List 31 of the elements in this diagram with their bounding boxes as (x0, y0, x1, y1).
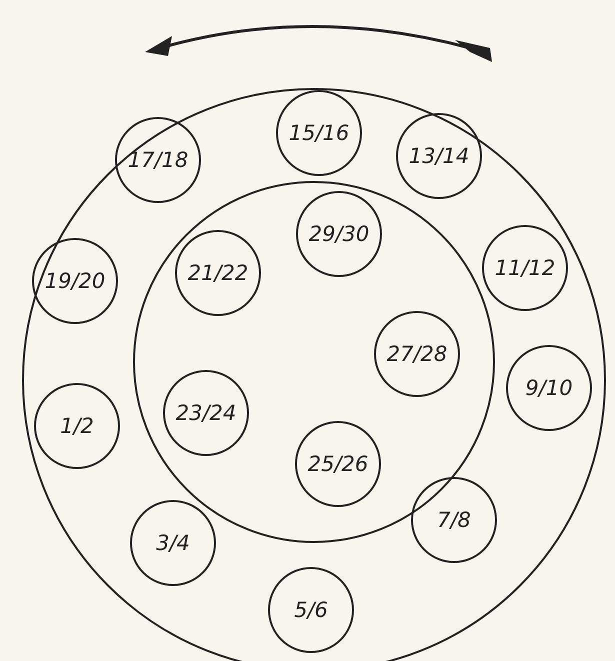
number-label: 19/20 (44, 269, 106, 293)
number-label: 9/10 (525, 376, 573, 400)
numbered-circle (296, 191, 382, 277)
number-label: 7/8 (437, 508, 471, 532)
number-label: 21/22 (188, 261, 248, 285)
numbered-circle (130, 500, 216, 586)
number-label: 5/6 (294, 598, 328, 622)
numbered-circle (163, 370, 249, 456)
numbered-circle (482, 225, 568, 311)
ring-circle (22, 88, 606, 661)
numbered-circle (506, 345, 592, 431)
numbered-circle (295, 421, 381, 507)
number-label: 3/4 (156, 531, 190, 555)
numbered-circle (374, 311, 460, 397)
number-label: 13/14 (408, 144, 470, 168)
numbered-circle (276, 90, 362, 176)
number-label: 17/18 (128, 148, 188, 172)
numbered-circle (268, 567, 354, 653)
numbered-circle (34, 383, 120, 469)
number-label: 23/24 (176, 401, 236, 425)
number-label: 11/12 (494, 256, 556, 280)
number-label: 15/16 (288, 121, 350, 145)
numbered-circle (411, 477, 497, 563)
numbered-circle (32, 238, 118, 324)
number-label: 25/26 (308, 452, 368, 476)
numbered-circle (396, 113, 482, 199)
numbered-circle (115, 117, 201, 203)
number-label: 27/28 (386, 342, 448, 366)
numbered-circle (175, 230, 261, 316)
number-label: 29/30 (308, 222, 370, 246)
number-label: 1/2 (60, 414, 94, 438)
